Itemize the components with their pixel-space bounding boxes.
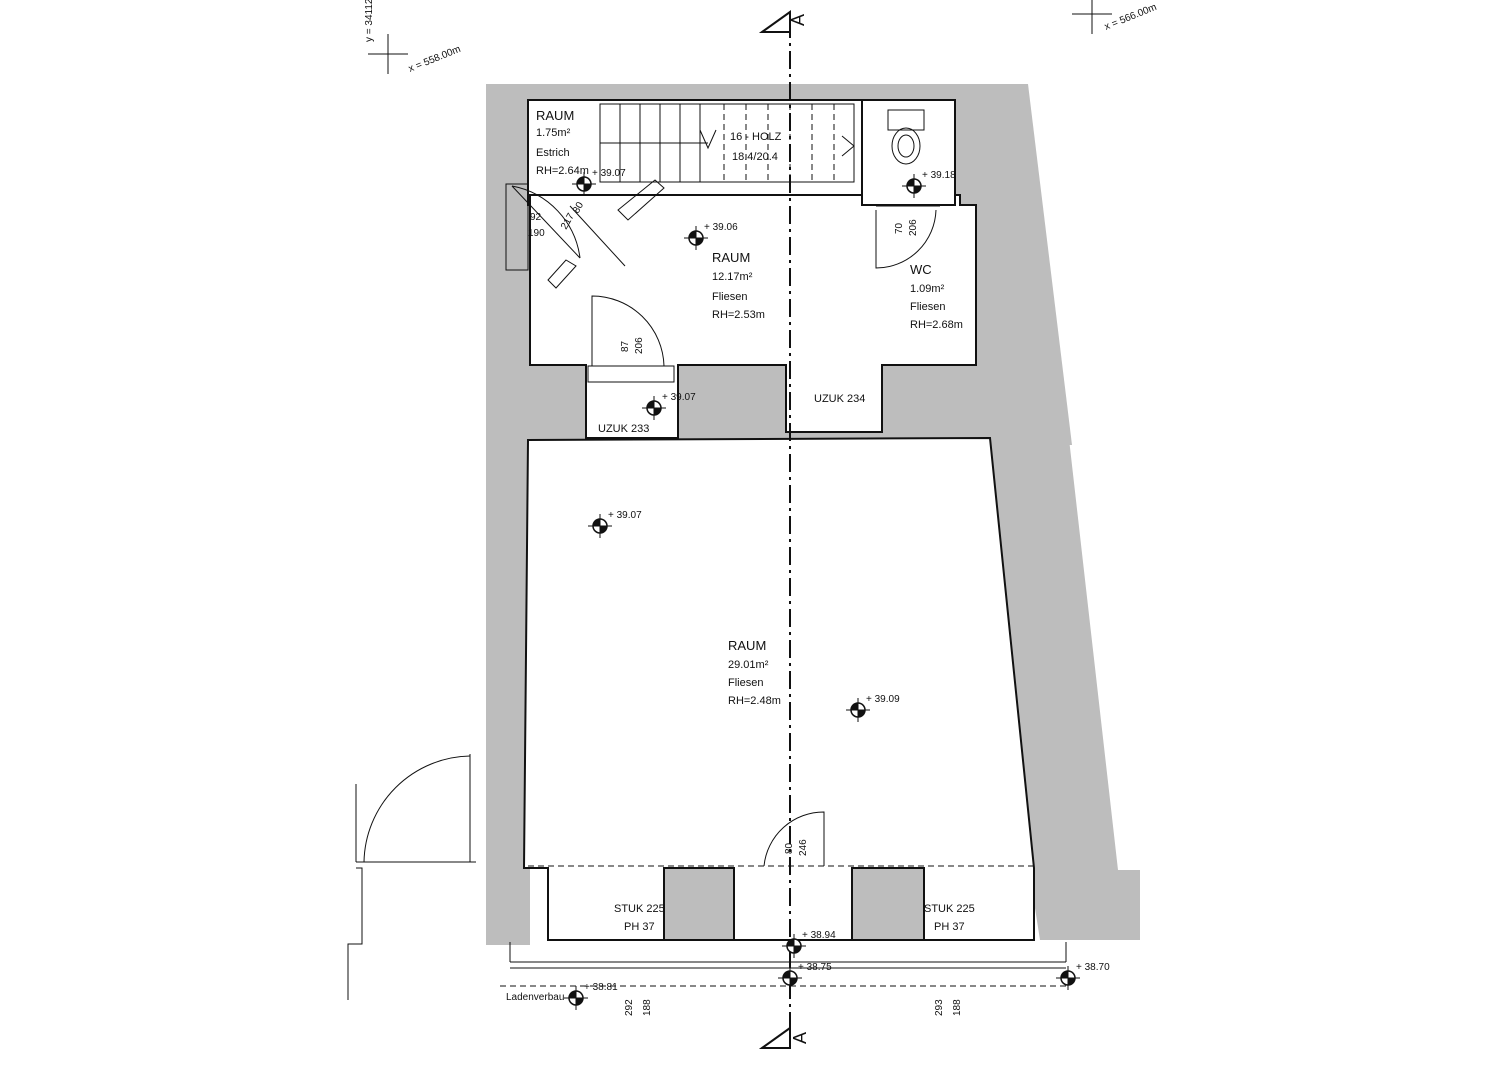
room-main-label: RAUM 29.01m² Fliesen RH=2.48m [728, 638, 781, 707]
stuk-left-label-2: PH 37 [624, 921, 655, 933]
coord-y-label: y = 34112 [364, 0, 375, 42]
stair-label-1: 16 - HOLZ [730, 131, 782, 143]
level-marker-l1: + 39.07 [572, 168, 626, 196]
wall-right-band [960, 430, 1140, 940]
svg-text:RH=2.68m: RH=2.68m [910, 319, 963, 331]
door-wc [875, 205, 940, 269]
level-label-l4: + 39.07 [662, 392, 696, 403]
ladenverbau-label: Ladenverbau [506, 992, 564, 1003]
door-left-wing [505, 183, 581, 271]
door-outside-left [347, 754, 476, 1000]
uzuk234-label: UZUK 234 [814, 393, 865, 405]
svg-text:246: 246 [798, 839, 809, 856]
coord-x-left-label: x = 558.00m [407, 44, 462, 75]
svg-text:292: 292 [624, 999, 635, 1016]
wall-left-band [486, 270, 530, 945]
section-label-top: A [788, 14, 808, 26]
svg-text:206: 206 [634, 337, 645, 354]
level-marker-l5: + 39.07 [588, 510, 642, 538]
svg-text:RAUM: RAUM [728, 638, 766, 653]
coord-x-right-label: x = 566.00m [1103, 2, 1158, 33]
svg-text:WC: WC [910, 262, 932, 277]
level-label-l8: + 38.75 [798, 962, 832, 973]
stuk-left-label-1: STUK 225 [614, 903, 665, 915]
level-marker-l7: + 38.94 [782, 930, 836, 958]
stair-direction-arrow [699, 129, 717, 150]
svg-text:92: 92 [530, 212, 542, 223]
level-markers: + 39.07 + 39.06 + 39.18 + 39.07 + 39.07 + 39.… [564, 168, 1110, 1010]
door-stair-diagonal [547, 179, 665, 289]
shopfront-lines [500, 942, 1070, 987]
room-wc-outline [861, 99, 956, 206]
svg-text:Fliesen: Fliesen [728, 677, 763, 689]
level-label-l3: + 39.18 [922, 170, 956, 181]
svg-text:12.17m²: 12.17m² [712, 271, 753, 283]
svg-text:70: 70 [894, 222, 905, 234]
level-marker-l8: + 38.75 [778, 962, 832, 990]
level-marker-l4: + 39.07 [642, 392, 696, 420]
pillar-right [851, 867, 925, 941]
svg-text:206: 206 [908, 219, 919, 236]
svg-text:293: 293 [934, 999, 945, 1016]
level-label-l6: + 39.09 [866, 694, 900, 705]
level-marker-l9: + 38.81 [564, 982, 618, 1010]
svg-text:RAUM: RAUM [712, 250, 750, 265]
section-arrow-top [758, 10, 791, 33]
level-label-l1: + 39.07 [592, 168, 626, 179]
level-label-l9: + 38.81 [584, 982, 618, 993]
svg-text:29.01m²: 29.01m² [728, 659, 769, 671]
svg-text:RAUM: RAUM [536, 108, 574, 123]
svg-text:Estrich: Estrich [536, 147, 570, 159]
svg-text:87: 87 [620, 340, 631, 352]
level-label-l10: + 38.70 [1076, 962, 1110, 973]
svg-text:80: 80 [571, 200, 586, 216]
stair-treads [600, 104, 835, 182]
room-wc-label: WC 1.09m² Fliesen RH=2.68m [910, 262, 963, 331]
pillar-left [663, 867, 735, 941]
level-marker-l6: + 39.09 [846, 694, 900, 722]
svg-text:RH=2.48m: RH=2.48m [728, 695, 781, 707]
room-main-outline [522, 436, 1035, 941]
door-main-center [528, 811, 1034, 867]
room-small-label: RAUM 1.75m² Estrich RH=2.64m [536, 108, 589, 177]
room-middle-outline [529, 194, 977, 439]
level-label-l7: + 38.94 [802, 930, 836, 941]
svg-text:1.09m²: 1.09m² [910, 283, 945, 295]
svg-text:188: 188 [642, 999, 653, 1016]
svg-text:Fliesen: Fliesen [910, 301, 945, 313]
svg-text:188: 188 [952, 999, 963, 1016]
coord-cross-left [368, 34, 408, 74]
svg-text:RH=2.53m: RH=2.53m [712, 309, 765, 321]
level-marker-l10: + 38.70 [1056, 962, 1110, 990]
stair-label-2: 18.4/20.4 [732, 151, 778, 163]
level-marker-l3: + 39.18 [902, 170, 956, 198]
door-uzuk233 [587, 295, 675, 383]
coord-cross-right [1072, 0, 1112, 34]
stuk-right-label-1: STUK 225 [924, 903, 975, 915]
uzuk233-label: UZUK 233 [598, 423, 649, 435]
level-marker-l2: + 39.06 [684, 222, 738, 250]
svg-text:RH=2.64m: RH=2.64m [536, 165, 589, 177]
section-label-bottom: A [790, 1032, 810, 1044]
svg-text:Fliesen: Fliesen [712, 291, 747, 303]
stuk-right-label-2: PH 37 [934, 921, 965, 933]
toilet-icon [887, 109, 925, 165]
svg-text:1.75m²: 1.75m² [536, 127, 571, 139]
svg-text:80: 80 [784, 842, 795, 854]
level-label-l2: + 39.06 [704, 222, 738, 233]
stair-end-arrow [841, 135, 855, 157]
section-arrow-bottom [758, 1026, 791, 1049]
svg-text:190: 190 [528, 228, 545, 239]
level-label-l5: + 39.07 [608, 510, 642, 521]
room-middle-label: RAUM 12.17m² Fliesen RH=2.53m [712, 250, 765, 321]
